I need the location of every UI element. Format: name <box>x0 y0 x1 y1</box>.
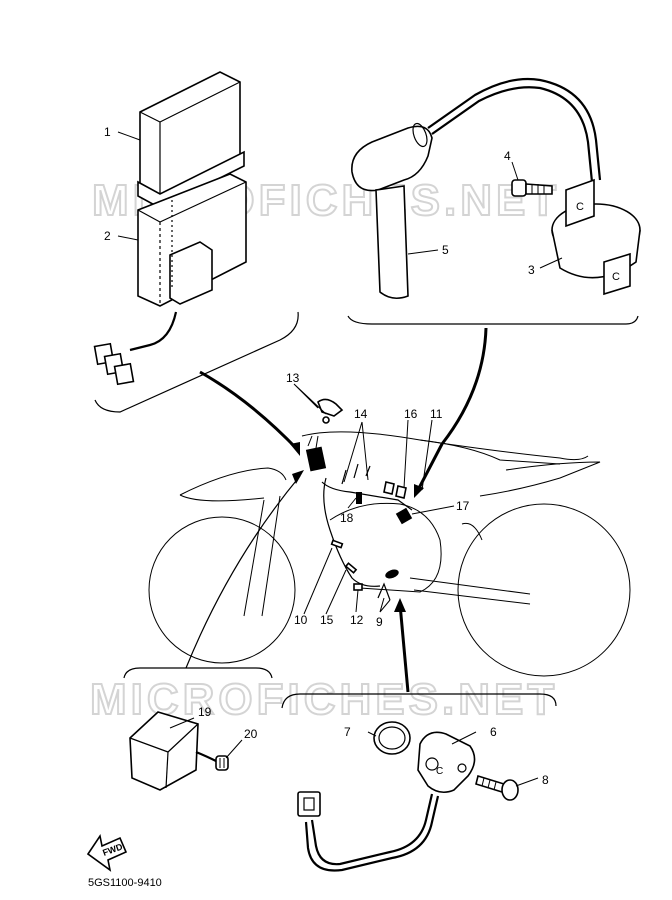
coil-terminal-c-top: C <box>576 201 584 213</box>
callout-8: 8 <box>542 773 549 787</box>
spark-plug-cap-part-5[interactable] <box>351 122 433 300</box>
callout-2: 2 <box>104 229 111 243</box>
motorcycle-outline <box>148 431 631 677</box>
callout-19: 19 <box>198 705 212 719</box>
callout-5: 5 <box>442 243 449 257</box>
callout-9: 9 <box>376 615 383 629</box>
ignition-coil-part-3[interactable]: C C <box>551 178 641 296</box>
coil-bolt-part-4[interactable] <box>511 179 553 197</box>
drawing-code: 5GS1100-9410 <box>88 877 162 889</box>
leader-arrows <box>185 327 488 693</box>
screw-part-20[interactable] <box>215 755 229 771</box>
coil-terminal-c-bottom: C <box>612 271 620 283</box>
callout-14: 14 <box>354 407 368 421</box>
rectifier-regulator-part-19[interactable] <box>129 711 219 791</box>
callout-labels: 1 2 3 4 5 6 7 8 9 10 11 12 13 14 15 16 1… <box>104 125 549 787</box>
callout-16: 16 <box>404 407 418 421</box>
callout-20: 20 <box>244 727 258 741</box>
callout-12: 12 <box>350 613 364 627</box>
ignition-coil-group: C C <box>347 77 641 325</box>
callout-17: 17 <box>456 499 470 513</box>
cdi-cover-part-1[interactable] <box>137 71 245 209</box>
o-ring-part-7[interactable] <box>373 721 411 755</box>
cdi-unit-part-2[interactable] <box>137 173 247 307</box>
callout-7: 7 <box>344 725 351 739</box>
pickup-connector <box>297 791 321 817</box>
pickup-terminal-c: C <box>436 766 443 777</box>
callout-13: 13 <box>286 371 300 385</box>
pickup-coil-part-6[interactable]: C <box>417 731 476 794</box>
callout-1: 1 <box>104 125 111 139</box>
callout-6: 6 <box>490 725 497 739</box>
callout-18: 18 <box>340 511 354 525</box>
callout-11: 11 <box>430 407 443 421</box>
callout-10: 10 <box>294 613 308 627</box>
cdi-connector <box>93 342 135 386</box>
rectifier-group: FWD 5GS1100-9410 <box>86 667 273 889</box>
callout-3: 3 <box>528 263 535 277</box>
cdi-unit-group <box>93 71 299 413</box>
callout-leaders <box>117 131 563 787</box>
pickup-coil-group: C <box>281 693 557 872</box>
wire-harness <box>305 398 413 601</box>
pickup-bolt-part-8[interactable] <box>475 774 519 801</box>
callout-4: 4 <box>504 149 511 163</box>
fwd-arrow-icon: FWD <box>86 833 128 872</box>
callout-15: 15 <box>320 613 334 627</box>
